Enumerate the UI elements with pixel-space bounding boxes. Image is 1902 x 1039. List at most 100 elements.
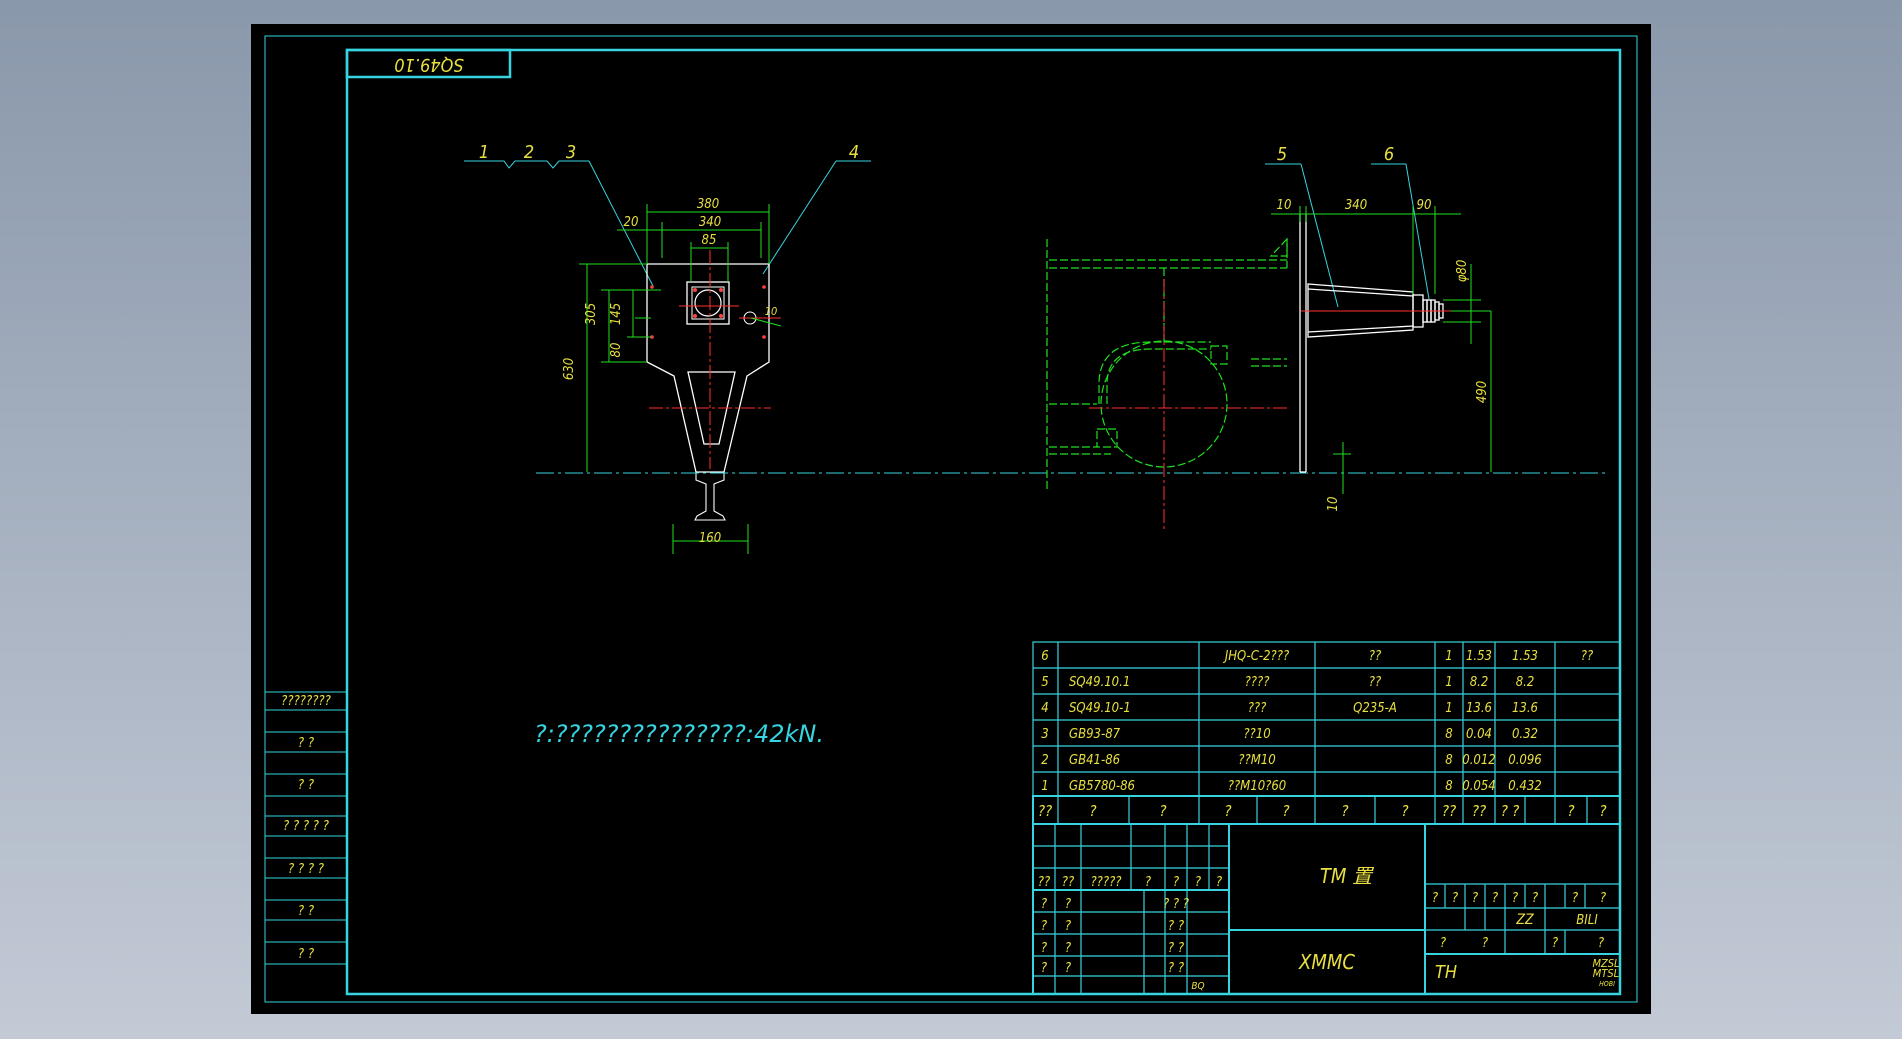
bom-no: 2: [1041, 753, 1048, 768]
balloon-labels: 1 2 3 4 5 6: [479, 142, 1394, 165]
right-cell: ?: [1472, 891, 1478, 906]
bom-no: 3: [1041, 727, 1048, 742]
revision-label: ????????: [281, 694, 331, 709]
sign-cell: ? ?: [1168, 941, 1184, 956]
right-cell: ?: [1432, 891, 1438, 906]
dim-490: 490: [1475, 381, 1490, 403]
bom-header-cell: ??: [1472, 802, 1486, 820]
revision-label: ? ?: [298, 778, 314, 793]
dim-160: 160: [699, 531, 721, 546]
right-cell: ?: [1512, 891, 1518, 906]
right-cell: ?: [1552, 936, 1558, 951]
right-cell: ?: [1482, 936, 1488, 951]
dim-20: 20: [624, 215, 639, 230]
title-block-text: TM 置 XMMC TH BILI ZZ MZSL MTSL HOBI BQ ?…: [1038, 864, 1620, 992]
bom-name: ??M10?60: [1228, 779, 1286, 794]
bom-header-cell: ?: [1089, 802, 1096, 820]
bom-total-weight: 0.432: [1508, 779, 1541, 794]
inner-frame: [345, 48, 1622, 996]
balloon-1: 1: [479, 142, 489, 163]
bom-material: Q235-A: [1353, 701, 1397, 716]
drawing-number: SQ49.10: [394, 54, 463, 75]
revision-label: ? ?: [298, 736, 314, 751]
revision-label: ? ?: [298, 904, 314, 919]
sign-cell: ?: [1041, 941, 1047, 956]
side-view: [1046, 163, 1492, 529]
title-block: [1032, 823, 1621, 995]
technical-note: ?:???????????????:42kN.: [534, 720, 824, 748]
bom-unit-weight: 13.6: [1466, 701, 1492, 716]
sign-cell: ?: [1065, 941, 1071, 956]
bom-no: 4: [1041, 701, 1048, 716]
revision-block: [265, 691, 347, 965]
dim-10-bottom: 10: [1326, 497, 1341, 512]
bom-total-weight: 8.2: [1516, 675, 1535, 690]
right-cell: ?: [1572, 891, 1578, 906]
sign-cell: ?: [1065, 961, 1071, 976]
zz-label: ZZ: [1515, 912, 1534, 928]
balloon-6: 6: [1384, 144, 1394, 165]
bom-name: ??M10: [1238, 753, 1275, 768]
company-name: XMMC: [1298, 950, 1355, 974]
dim-145: 145: [609, 303, 624, 325]
corner-label-small: HOBI: [1599, 980, 1615, 988]
sign-header-cell: ?: [1173, 875, 1179, 890]
sign-cell: ? ?: [1168, 919, 1184, 934]
bom-rows: 6 JHQ-C-2??? ?? 1 1.53 1.53 ?? 5 SQ49.10…: [1041, 649, 1593, 794]
drawing-number-box: [345, 48, 512, 79]
corner-label-top: MZSL: [1592, 957, 1619, 970]
sign-cell: ?: [1041, 897, 1047, 912]
bom-no: 5: [1041, 675, 1048, 690]
sign-cell: ?: [1041, 919, 1047, 934]
bom-header-cell: ?: [1401, 802, 1408, 820]
dim-380: 380: [697, 197, 719, 212]
bom-header-cell: ??: [1442, 802, 1456, 820]
revision-labels: ???????? ? ? ? ? ? ? ? ? ? ? ? ? ? ? ? ?…: [281, 694, 331, 962]
bom-header: ?? ? ? ? ? ? ? ?? ?? ? ? ? ?: [1038, 802, 1607, 820]
bom-unit-weight: 0.012: [1462, 753, 1495, 768]
dim-80: 80: [609, 343, 624, 358]
bom-header-cell: ?: [1341, 802, 1348, 820]
bom-qty: 1: [1445, 649, 1452, 664]
bom-code: SQ49.10.1: [1069, 675, 1130, 690]
bom-name: ???: [1248, 701, 1267, 716]
sign-header-cell: ??: [1038, 875, 1050, 890]
bom-header-cell: ? ?: [1501, 802, 1520, 820]
sign-header-cell: ?: [1216, 875, 1222, 890]
bom-qty: 1: [1445, 701, 1452, 716]
bom-header-cell: ?: [1567, 802, 1574, 820]
dim-305: 305: [584, 303, 599, 325]
bom-code: SQ49.10-1: [1069, 701, 1131, 716]
dim-90: 90: [1417, 198, 1432, 213]
bom-unit-weight: 1.53: [1466, 649, 1492, 664]
right-cell: ?: [1600, 891, 1606, 906]
bom-qty: 8: [1445, 779, 1452, 794]
sign-header-cell: ?????: [1090, 875, 1121, 890]
bom-total-weight: 0.096: [1508, 753, 1541, 768]
drawing-title: TM 置: [1320, 864, 1374, 888]
bom-total-weight: 1.53: [1512, 649, 1538, 664]
revision-label: ? ?: [298, 947, 314, 962]
sign-cell: ?: [1065, 897, 1071, 912]
bom-qty: 8: [1445, 753, 1452, 768]
bom-no: 1: [1041, 779, 1048, 794]
dim-10: 10: [765, 305, 778, 318]
drawing-sheet: SQ49.10 ???????? ? ? ? ? ? ? ? ? ? ? ? ?…: [251, 24, 1651, 1014]
revision-label: ? ? ? ?: [288, 862, 324, 877]
bom-code: GB41-86: [1069, 753, 1120, 768]
bom-remark: ??: [1581, 649, 1593, 664]
sign-header-cell: ??: [1062, 875, 1074, 890]
revision-label: ? ? ? ? ?: [283, 819, 329, 834]
right-cell: ?: [1598, 936, 1604, 951]
outer-frame: [264, 35, 1638, 1003]
bom-total-weight: 0.32: [1512, 727, 1538, 742]
right-cell: ?: [1492, 891, 1498, 906]
side-dimensions: 10 340 90 φ80 490 10: [1277, 198, 1490, 511]
bom-header-cell: ?: [1224, 802, 1231, 820]
bom-no: 6: [1041, 649, 1048, 664]
bom-material: ??: [1369, 675, 1381, 690]
sign-cell: ?: [1065, 919, 1071, 934]
right-cell: ?: [1452, 891, 1458, 906]
sign-cell: ? ?: [1168, 961, 1184, 976]
balloon-3: 3: [566, 142, 576, 163]
